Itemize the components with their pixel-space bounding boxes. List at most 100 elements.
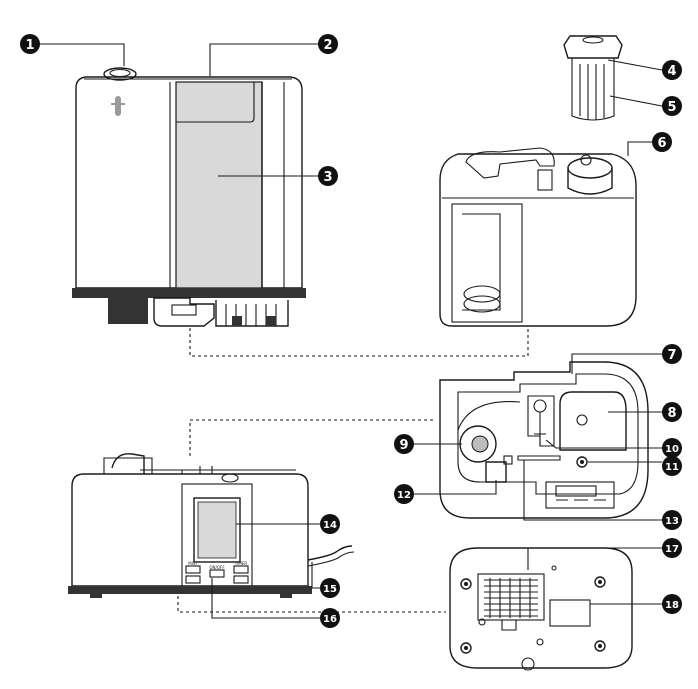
callout-11-label: 11 [665,462,679,473]
rating-label-plate [549,599,591,627]
callout-9-label: 9 [399,438,408,453]
top-handle-inner [109,68,131,78]
water-tank-window [175,81,263,289]
rear-lid-left [103,457,153,474]
base-vent-fins [225,304,277,326]
humidifier-body [75,76,303,289]
filter-cartridge [563,35,623,121]
tank-latch [537,169,553,191]
tank-inner-cylinder [462,213,501,311]
base-outline [439,361,649,519]
screw-center [536,638,544,646]
back-foot-right [280,594,292,598]
callout-1-label: 1 [25,38,34,53]
indicator-light [576,456,588,468]
screw-left [478,618,486,626]
foot-top-left [460,578,472,590]
rear-top-knob [221,473,239,483]
warm-mist-button [185,575,201,584]
filter-cap-top [582,36,604,44]
tank-valve-ring [463,295,501,313]
foot-bottom-right-center [598,644,602,648]
callout-4-badge: 4 [662,60,682,80]
foot-bottom-left [460,642,472,654]
back-base-band [68,586,312,594]
back-body [71,473,309,587]
rear-top-detail [181,466,213,474]
callout-10-badge: 10 [662,438,682,458]
foot-top-right [594,576,606,588]
tank-cap-top [567,157,613,179]
mist-button-label: MIST [188,561,198,566]
callout-17-badge: 17 [662,538,682,558]
callout-5-label: 5 [667,100,676,115]
callout-15-label: 15 [323,584,337,595]
callout-16-label: 16 [323,614,337,625]
float-sensor [576,414,588,426]
leader-lines [40,43,663,619]
rear-tank-handle [111,453,145,474]
water-tank-cutaway [439,147,637,327]
top-handle [103,67,137,81]
callout-1-badge: 1 [20,34,40,54]
callout-3-badge: 3 [318,166,338,186]
power-button-label: ON/OFF [209,565,225,570]
callout-18-label: 18 [665,600,679,611]
callout-8-label: 8 [667,406,676,421]
callout-18-badge: 18 [662,594,682,614]
bottom-drain [521,657,535,671]
filter-cap [563,35,623,59]
callout-13-badge: 13 [662,510,682,530]
valve-stem [534,412,546,446]
callout-2-label: 2 [323,38,332,53]
callout-5-badge: 5 [662,96,682,116]
callout-11-badge: 11 [662,456,682,476]
power-cord [307,545,353,561]
water-channel [517,455,561,461]
base-control-screen [555,485,597,497]
foot-bottom-right [594,640,606,652]
power-cord-edge [307,551,355,567]
back-foot-left [90,594,102,598]
callout-7-label: 7 [667,348,676,363]
vent-slat-dividers [489,578,531,618]
tank-cap-body [567,168,613,195]
mist-button [185,565,201,574]
valve-pin [533,399,547,413]
callout-13-label: 13 [665,516,679,527]
valve-seat [527,395,555,447]
callout-12-label: 12 [397,490,411,501]
callout-17-label: 17 [665,544,679,555]
indicator-light-center [580,460,584,464]
connector-top [189,328,529,357]
callout-14-badge: 14 [320,514,340,534]
base-control-window [545,481,615,509]
callout-15-badge: 15 [320,578,340,598]
callout-12-badge: 12 [394,484,414,504]
base-tray [153,297,215,327]
base-bottom-view [449,547,633,671]
foot-bottom-left-center [464,646,468,650]
mist-outlet-tab [503,455,513,465]
bottom-clip [501,620,517,631]
humidifier-back-view: MIST TIMER ON/OFF WARM MIST HUMIDITY [68,453,355,598]
tank-cap-center [580,154,592,166]
base-foot-right [266,316,276,326]
tank-handle-recess [176,82,255,123]
filter-body [571,58,615,121]
atomizer-disc [471,435,489,453]
tray-slot [171,304,197,316]
callout-7-badge: 7 [662,344,682,364]
callout-10-label: 10 [665,444,679,455]
callout-16-badge: 16 [320,608,340,628]
callout-6-badge: 6 [652,132,672,152]
bottom-outline [449,547,633,669]
tank-lid-handle [465,147,555,179]
base-vent-block [215,300,289,327]
connector-bottom [177,596,446,613]
tank-window-cutout [451,203,523,323]
humidifier-front-view [72,67,306,327]
humidity-button [233,575,249,584]
connector-middle [189,419,436,456]
